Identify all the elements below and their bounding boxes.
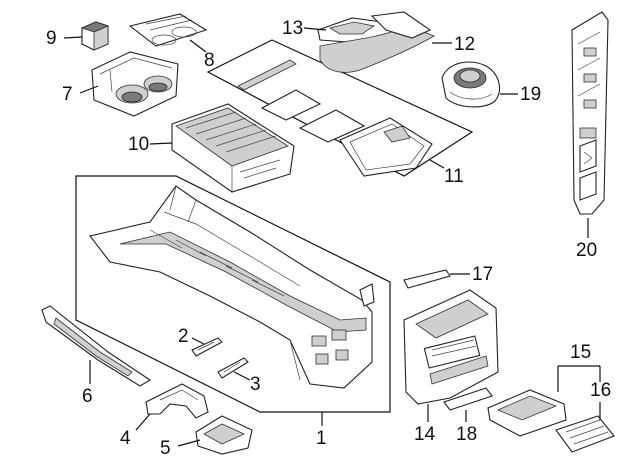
part-10-module[interactable] [171, 103, 295, 193]
part-8-insert-mat[interactable] [128, 13, 208, 47]
part-12-trim-strip[interactable] [319, 11, 435, 73]
leader-7 [79, 85, 99, 94]
part-11-trim-kit[interactable] [206, 39, 474, 177]
part-17-trim-strip[interactable] [403, 269, 451, 289]
part-6-side-trim[interactable] [41, 305, 152, 387]
callout-18: 18 [456, 424, 477, 445]
leader-5 [177, 439, 201, 447]
callout-20: 20 [576, 240, 597, 261]
part-9-cover[interactable] [80, 21, 110, 51]
callout-19: 19 [520, 84, 541, 105]
callout-7: 7 [62, 84, 73, 105]
callout-13: 13 [282, 18, 303, 39]
part-5-lower-tray[interactable] [195, 415, 253, 455]
callout-8: 8 [204, 50, 215, 71]
callout-15: 15 [570, 342, 591, 363]
callout-10: 10 [128, 134, 149, 155]
part-14-rear-housing[interactable] [403, 289, 499, 405]
callout-1: 1 [316, 428, 327, 449]
callout-4: 4 [120, 428, 131, 449]
callout-11: 11 [444, 166, 464, 187]
callout-14: 14 [414, 424, 436, 445]
callout-16: 16 [590, 380, 611, 401]
leader-8 [189, 39, 207, 53]
part-7-cup-holder[interactable] [91, 51, 179, 117]
part-4-bracket-frame[interactable] [145, 383, 209, 419]
leader-3 [233, 371, 251, 381]
part-1-outline [75, 175, 391, 413]
callout-2: 2 [178, 326, 189, 347]
part-1-center-console[interactable] [89, 185, 375, 389]
part-15-storage-compartment[interactable] [487, 389, 567, 437]
leader-11 [429, 159, 445, 169]
leader-10 [149, 142, 173, 145]
part-3-bracket[interactable] [217, 357, 249, 379]
callout-9: 9 [46, 28, 57, 49]
callout-5: 5 [160, 438, 171, 459]
callout-3: 3 [250, 374, 261, 395]
leader-4 [135, 413, 151, 431]
part-19-controller[interactable] [441, 61, 501, 108]
part-18-trim-plate[interactable] [443, 387, 493, 411]
part-2-bracket[interactable] [191, 337, 223, 357]
leader-15 [557, 365, 601, 392]
callout-17: 17 [472, 264, 493, 285]
callout-6: 6 [82, 386, 93, 407]
leader-2 [191, 337, 205, 345]
callout-12: 12 [454, 34, 475, 55]
leader-9 [63, 36, 83, 39]
part-16-mat[interactable] [555, 415, 615, 453]
part-20-switch-panel[interactable] [571, 11, 609, 215]
leader-13 [303, 27, 327, 31]
